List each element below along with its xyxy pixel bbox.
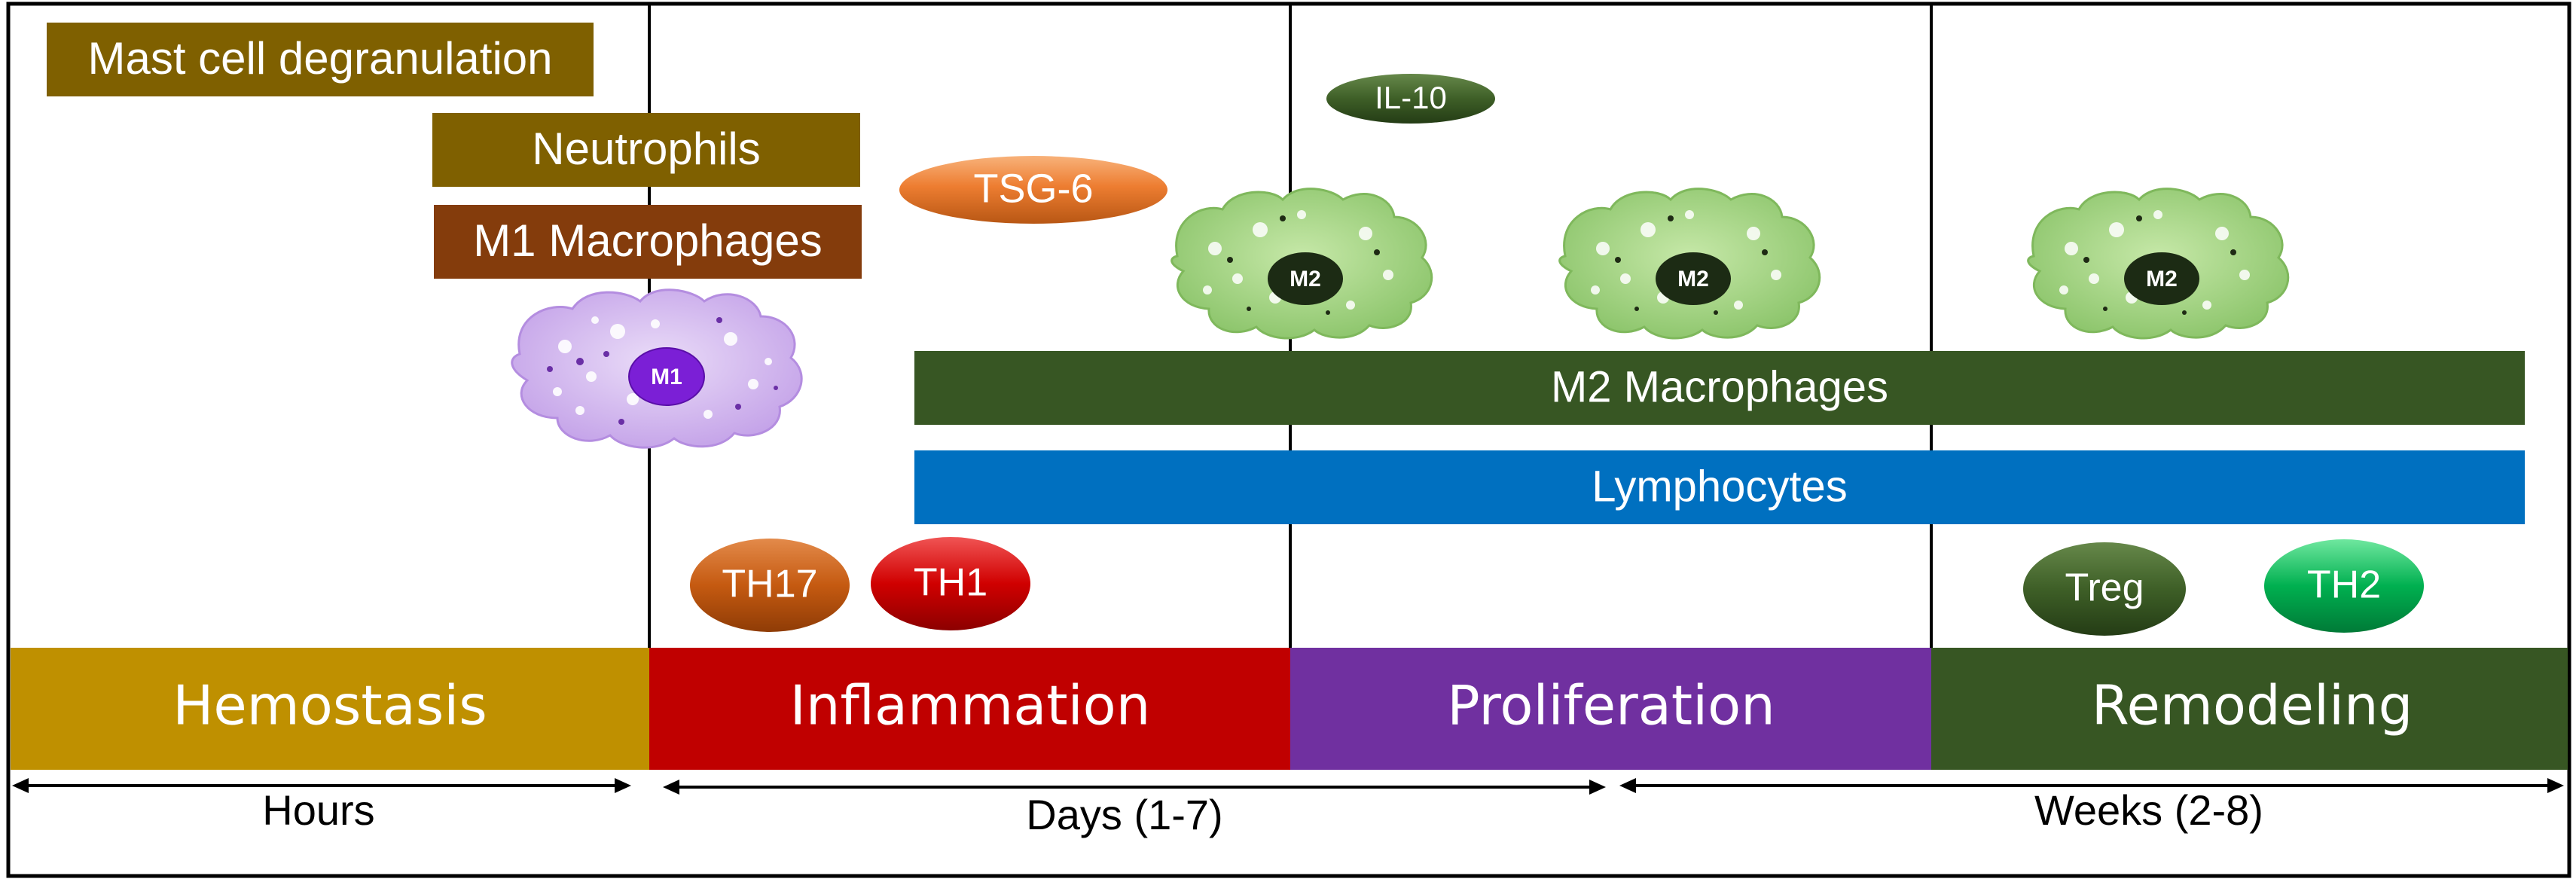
th17-label: TH17 — [722, 563, 817, 606]
th2-oval: TH2 — [2264, 539, 2424, 633]
neutrophils-label: Neutrophils — [532, 124, 761, 174]
il10-oval: IL-10 — [1326, 74, 1495, 124]
weeks-label: Weeks (2-8) — [2034, 786, 2263, 834]
m1-macrophages-bar: M1 Macrophages — [434, 205, 862, 279]
m1-nucleus — [628, 347, 705, 406]
m2-cell-1-label: M2 — [1290, 267, 1321, 291]
m1-cell-label: M1 — [651, 365, 682, 389]
days-label: Days (1-7) — [1026, 791, 1222, 838]
phase-proliferation: Proliferation — [1290, 648, 1931, 770]
treg-label: Treg — [2065, 566, 2144, 610]
lymphocytes-label: Lymphocytes — [1592, 462, 1848, 511]
il10-label: IL-10 — [1375, 80, 1447, 115]
th2-label: TH2 — [2307, 563, 2381, 607]
tsg6-label: TSG-6 — [973, 166, 1093, 211]
th1-oval: TH1 — [871, 537, 1030, 630]
mast-cell-bar: Mast cell degranulation — [47, 23, 594, 96]
th1-label: TH1 — [914, 561, 987, 605]
remodeling-label: Remodeling — [2092, 674, 2413, 737]
m2-cell-1: M2 — [1170, 188, 1433, 340]
m2-cell-3: M2 — [2027, 188, 2290, 340]
m2-cell-2: M2 — [1558, 188, 1821, 340]
neutrophils-bar: Neutrophils — [432, 113, 860, 187]
days-arrow — [663, 780, 1606, 795]
mast-cell-label: Mast cell degranulation — [87, 33, 552, 84]
m2-cell-2-label: M2 — [1677, 267, 1709, 291]
hours-label: Hours — [262, 786, 374, 834]
treg-oval: Treg — [2023, 542, 2186, 636]
tsg6-oval: TSG-6 — [899, 156, 1167, 224]
phase-hemostasis: Hemostasis — [11, 648, 649, 770]
m1-macrophages-label: M1 Macrophages — [473, 215, 823, 266]
hours-arrow — [12, 778, 631, 793]
m2-macrophages-label: M2 Macrophages — [1551, 362, 1888, 411]
lymphocytes-bar: Lymphocytes — [914, 450, 2525, 524]
inflammation-label: Inflammation — [790, 674, 1151, 737]
m2-cell-3-label: M2 — [2146, 267, 2178, 291]
phase-remodeling: Remodeling — [1931, 648, 2568, 770]
th17-oval: TH17 — [690, 539, 850, 632]
m1-cell: M1 — [511, 288, 803, 449]
weeks-arrow — [1619, 778, 2564, 793]
hemostasis-label: Hemostasis — [172, 674, 487, 737]
m2-macrophages-bar: M2 Macrophages — [914, 351, 2525, 425]
phase-inflammation: Inflammation — [649, 648, 1290, 770]
proliferation-label: Proliferation — [1447, 674, 1775, 737]
